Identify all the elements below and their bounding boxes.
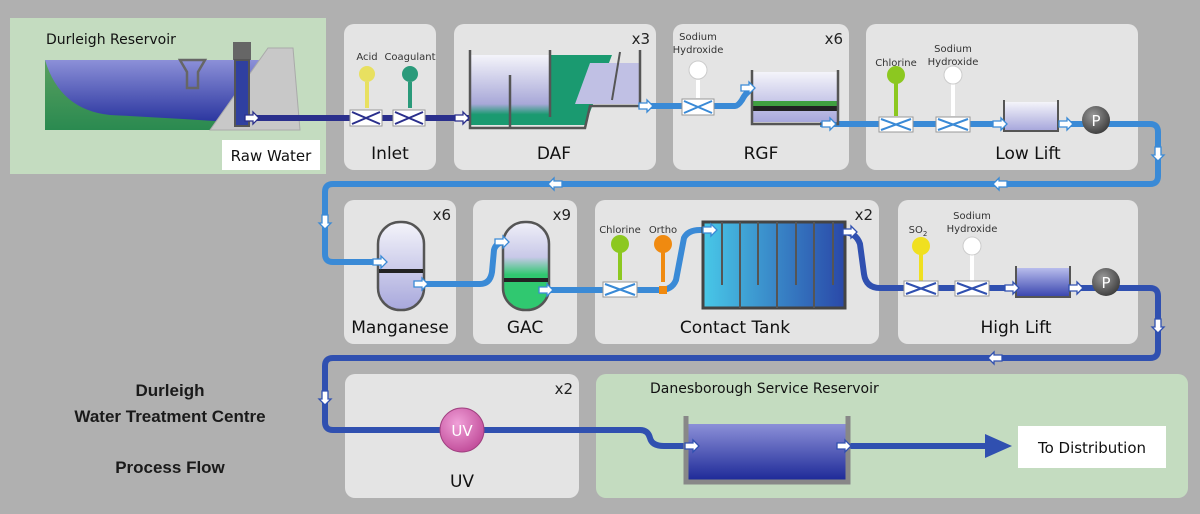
chlorine-dose-icon [611, 235, 629, 253]
stage-label-inlet: Inlet [371, 144, 409, 164]
chem-label-acid: Acid [356, 52, 377, 63]
stage-label-low-lift: Low Lift [995, 144, 1061, 164]
chem-label-hydroxide: Hydroxide [673, 45, 724, 56]
multiplier-rgf: x6 [825, 30, 843, 48]
stage-label-daf: DAF [537, 144, 571, 164]
sodium-hydroxide-dose-icon [943, 65, 963, 85]
title-line-3: Process Flow [115, 458, 225, 477]
multiplier-gac: x9 [553, 206, 571, 224]
distribution-arrowhead [985, 434, 1012, 458]
flow-arrow-icon [547, 177, 563, 191]
flow-arrow-icon [318, 214, 332, 230]
sodium-hydroxide-dose-icon [688, 60, 708, 80]
gac-vessel [501, 220, 551, 312]
chem-label-ortho: Ortho [649, 225, 677, 236]
uv-unit: UV [439, 407, 485, 453]
chem-label-hydroxide: Hydroxide [928, 57, 979, 68]
distribution-label-box [1018, 426, 1166, 468]
rgf-dosing [681, 60, 715, 116]
stage-label-rgf: RGF [744, 144, 779, 164]
raw-water-label-box [222, 140, 320, 170]
chem-label-sodium: Sodium [679, 32, 717, 43]
chem-label-chlorine: Chlorine [875, 58, 917, 69]
service-reservoir-tank [683, 416, 851, 485]
acid-dose-icon [359, 66, 375, 82]
sodium-hydroxide-dose-icon [962, 236, 982, 256]
inlet-dosing [349, 66, 426, 127]
reservoir-illustration [45, 42, 301, 131]
raw-water-label: Raw Water [231, 147, 312, 165]
coagulant-dose-icon [402, 66, 418, 82]
low-lift-panel [866, 24, 1138, 170]
chem-label-coagulant: Coagulant [384, 52, 435, 63]
so2-dose-icon [912, 237, 930, 255]
reservoir-name: Durleigh Reservoir [46, 32, 176, 48]
daf-tank [468, 50, 642, 130]
stage-label-gac: GAC [507, 318, 543, 338]
stage-label-manganese: Manganese [351, 318, 449, 338]
treated-water-pipe [840, 443, 985, 449]
chem-label-sodium: Sodium [934, 44, 972, 55]
multiplier-uv: x2 [555, 380, 573, 398]
multiplier-manganese: x6 [433, 206, 451, 224]
title-line-2: Water Treatment Centre [74, 407, 266, 426]
svg-text:P: P [1091, 112, 1100, 130]
high-lift-equipment: P [903, 236, 1120, 298]
flow-arrow-icon [987, 351, 1003, 365]
inlet-panel [344, 24, 436, 170]
chem-label-sodium: Sodium [953, 211, 991, 222]
low-lift-equipment: P [878, 65, 1110, 134]
contact-tank-dosing [602, 235, 672, 298]
service-reservoir-name: Danesborough Service Reservoir [650, 381, 879, 397]
chem-label-chlorine: Chlorine [599, 225, 641, 236]
high-lift-pump-icon [1092, 268, 1120, 296]
labels: Durleigh Reservoir Raw Water Acid Coagul… [46, 30, 1166, 492]
multiplier-daf: x3 [632, 30, 650, 48]
uv-lamp-icon [439, 407, 485, 453]
distribution-label: To Distribution [1037, 439, 1146, 457]
chem-label-so2: SO2 [909, 225, 928, 238]
multiplier-contact-tank: x2 [855, 206, 873, 224]
chlorine-dose-icon [887, 66, 905, 84]
stage-label-contact-tank: Contact Tank [680, 318, 790, 338]
svg-text:UV: UV [451, 422, 473, 440]
flow-arrow-icon [992, 177, 1008, 191]
low-lift-pump-icon [1082, 106, 1110, 134]
svg-text:P: P [1101, 274, 1110, 292]
flow-arrow-icon [1151, 146, 1165, 162]
stage-label-high-lift: High Lift [980, 318, 1051, 338]
rgf-filter [750, 70, 840, 126]
contact-tank [701, 220, 847, 310]
manganese-vessel [376, 220, 426, 312]
title-line-1: Durleigh [135, 381, 205, 400]
chem-label-hydroxide: Hydroxide [947, 224, 998, 235]
flow-arrow-icon [1151, 318, 1165, 334]
stage-label-uv: UV [450, 472, 474, 492]
ortho-dose-icon [654, 235, 672, 253]
